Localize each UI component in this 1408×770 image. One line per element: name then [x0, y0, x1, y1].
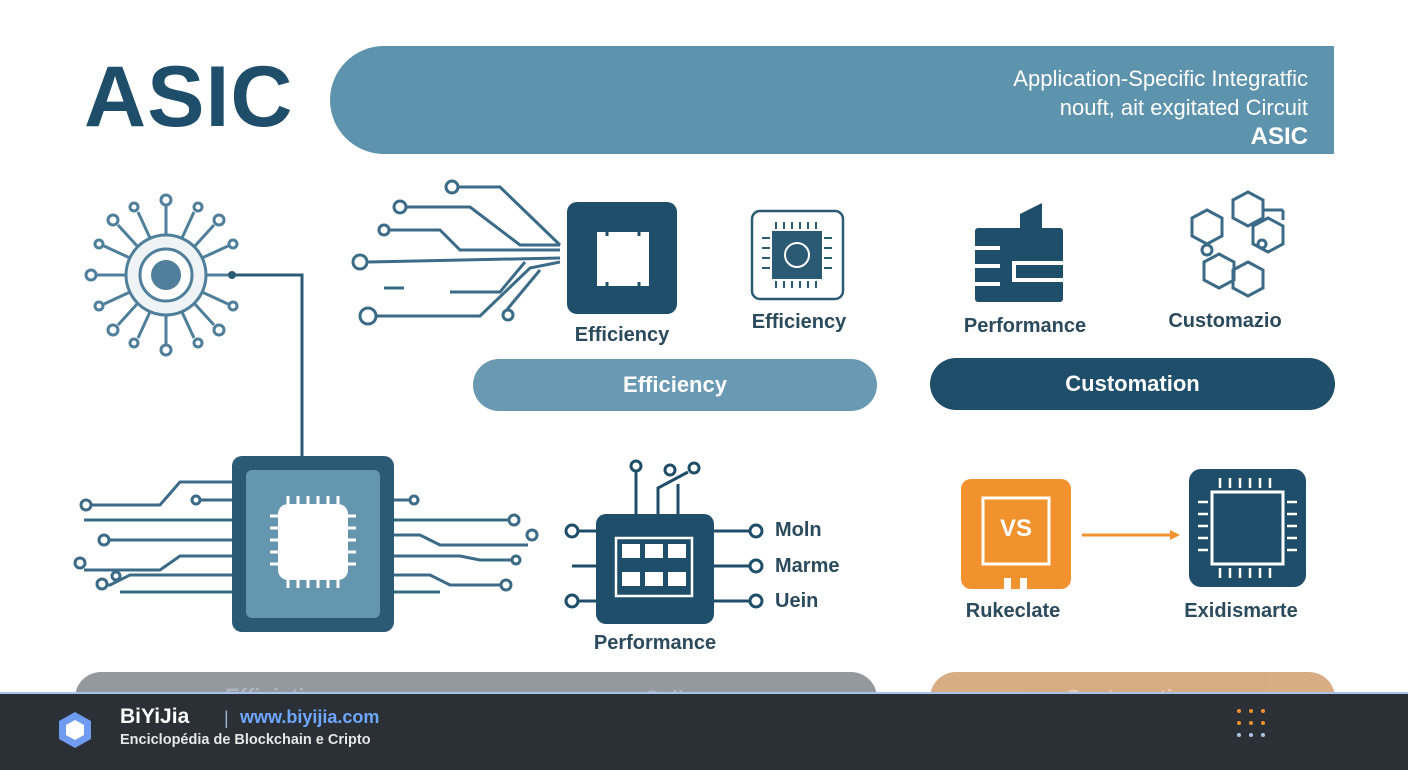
brand-logo-icon [59, 712, 91, 748]
footer-url-link[interactable]: www.biyijia.com [240, 707, 380, 727]
label-vs-left: Rukeclate [965, 600, 1061, 622]
label-efficiency-processor: Efficiency [751, 311, 847, 333]
label-efficiency-chip: Efficiency [574, 324, 670, 346]
vs-badge-text: VS [999, 515, 1032, 542]
footer-separator: | [224, 708, 229, 728]
circuit-traces-icon [351, 179, 562, 326]
efficiency-pill: Efficiency [473, 359, 877, 411]
processor-icon [750, 209, 845, 301]
hexagon-network-icon [1190, 190, 1285, 298]
microchip-icon [1189, 469, 1306, 587]
footer-brand: BiYiJia [120, 705, 190, 728]
chip-icon [567, 202, 677, 314]
side-label-3: Uein [775, 590, 819, 612]
customization-pill: Customation [930, 358, 1335, 410]
banner-line-2: nouft, ait exgitated Circuit [1059, 95, 1308, 120]
label-vs-right: Exidismarte [1184, 600, 1298, 622]
performance-icon [975, 203, 1063, 302]
diagram-illustrations [73, 179, 1306, 632]
side-label-1: Moln [775, 519, 822, 541]
footer-tagline: Enciclopédia de Blockchain e Cripto [120, 732, 371, 748]
footer-bar [0, 692, 1408, 770]
label-performance-bottom: Performance [593, 632, 717, 654]
arrow-right-icon [1082, 530, 1180, 540]
label-customization-top: Customazio [1168, 310, 1282, 332]
label-performance-top: Performance [963, 315, 1087, 337]
banner-line-3: ASIC [1250, 123, 1308, 150]
banner-line-1: Application-Specific Integratfic [1013, 66, 1308, 91]
header-banner [330, 46, 1334, 154]
radial-node-icon [84, 193, 304, 458]
side-label-2: Marme [775, 555, 840, 577]
vs-icon [961, 479, 1071, 592]
grid-menu-icon[interactable] [1236, 708, 1266, 738]
page-title: ASIC [84, 49, 294, 145]
grid-chip-icon [564, 459, 764, 624]
large-chip-icon [73, 456, 539, 632]
banner-text: Application-Specific Integratfic nouft, … [1013, 64, 1308, 151]
